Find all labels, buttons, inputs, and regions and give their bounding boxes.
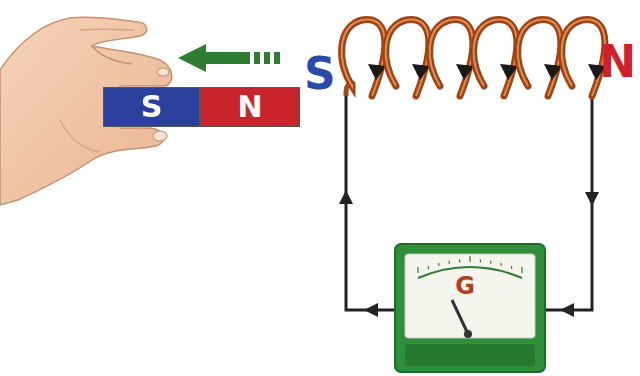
coil-highlight (430, 20, 473, 96)
scale-tick (501, 263, 502, 266)
scale-tick (417, 267, 418, 273)
coil-highlight (386, 20, 429, 96)
coil-highlight (518, 20, 561, 96)
motion-arrow (178, 44, 280, 72)
coil-highlight (342, 20, 385, 96)
coil-winding (562, 20, 605, 96)
magnet-south: S (103, 87, 200, 127)
scale-tick (511, 266, 512, 269)
coil-winding (430, 20, 473, 96)
scale-tick (459, 259, 460, 262)
galvanometer (395, 244, 545, 372)
coil-pole-north: N (599, 40, 636, 84)
coil-highlight (474, 20, 517, 96)
coil-winding (386, 20, 429, 96)
scale-tick (521, 267, 522, 273)
coil-winding (342, 20, 385, 96)
hand (0, 17, 172, 205)
magnet-north: N (200, 87, 300, 127)
scale-tick (469, 256, 470, 262)
galvanometer-label: G (445, 268, 485, 304)
winding-arrow (368, 64, 386, 80)
winding-arrow (500, 64, 518, 80)
node-text: G (455, 274, 475, 298)
node-text: S (141, 92, 163, 122)
coil-winding (518, 20, 561, 96)
node-text: N (237, 92, 262, 122)
winding-arrow (456, 64, 474, 80)
coil-pole-south: S (304, 52, 336, 96)
winding-arrow (544, 64, 562, 80)
coil-winding (474, 20, 517, 96)
coil-highlight (562, 20, 605, 96)
winding-arrow (412, 64, 430, 80)
scale-tick (480, 259, 481, 262)
scale-tick (490, 261, 491, 264)
scale-tick (449, 261, 450, 264)
scale-tick (428, 266, 429, 269)
scale-tick (438, 263, 439, 266)
wire (346, 96, 592, 310)
